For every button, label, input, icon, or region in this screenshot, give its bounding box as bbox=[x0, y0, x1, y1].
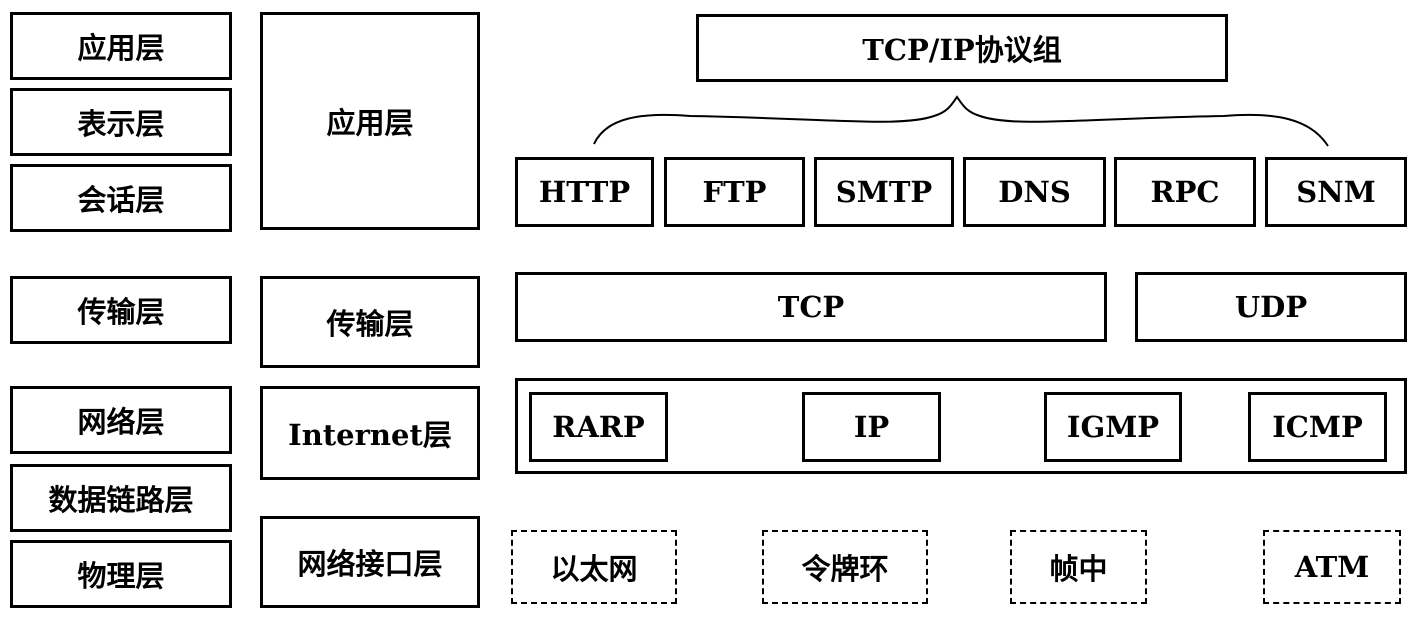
link-token-ring: 令牌环 bbox=[762, 530, 928, 604]
osi-session-layer: 会话层 bbox=[10, 164, 232, 232]
link-ethernet: 以太网 bbox=[511, 530, 677, 604]
tcpip-internet-layer: Internet层 bbox=[260, 386, 480, 480]
osi-physical-layer: 物理层 bbox=[10, 540, 232, 608]
protocol-ftp: FTP bbox=[664, 157, 805, 227]
protocol-ip: IP bbox=[802, 392, 941, 462]
protocol-igmp: IGMP bbox=[1044, 392, 1182, 462]
protocol-rpc: RPC bbox=[1114, 157, 1256, 227]
osi-network-layer: 网络层 bbox=[10, 386, 232, 454]
protocol-snm: SNM bbox=[1265, 157, 1407, 227]
tcpip-network-interface-layer: 网络接口层 bbox=[260, 516, 480, 608]
osi-presentation-layer: 表示层 bbox=[10, 88, 232, 156]
protocol-smtp: SMTP bbox=[814, 157, 954, 227]
tcpip-transport-layer: 传输层 bbox=[260, 276, 480, 368]
link-frame-relay: 帧中 bbox=[1010, 530, 1147, 604]
osi-transport-layer: 传输层 bbox=[10, 276, 232, 344]
osi-data-link-layer: 数据链路层 bbox=[10, 464, 232, 532]
osi-application-layer: 应用层 bbox=[10, 12, 232, 80]
link-atm: ATM bbox=[1263, 530, 1401, 604]
protocol-icmp: ICMP bbox=[1248, 392, 1387, 462]
tcpip-suite-title: TCP/IP协议组 bbox=[696, 14, 1228, 82]
protocol-udp: UDP bbox=[1135, 272, 1407, 342]
tcpip-application-layer: 应用层 bbox=[260, 12, 480, 230]
protocol-rarp: RARP bbox=[529, 392, 668, 462]
protocol-tcp: TCP bbox=[515, 272, 1107, 342]
protocol-http: HTTP bbox=[515, 157, 654, 227]
internet-protocols-group bbox=[515, 378, 1407, 474]
protocol-dns: DNS bbox=[963, 157, 1106, 227]
